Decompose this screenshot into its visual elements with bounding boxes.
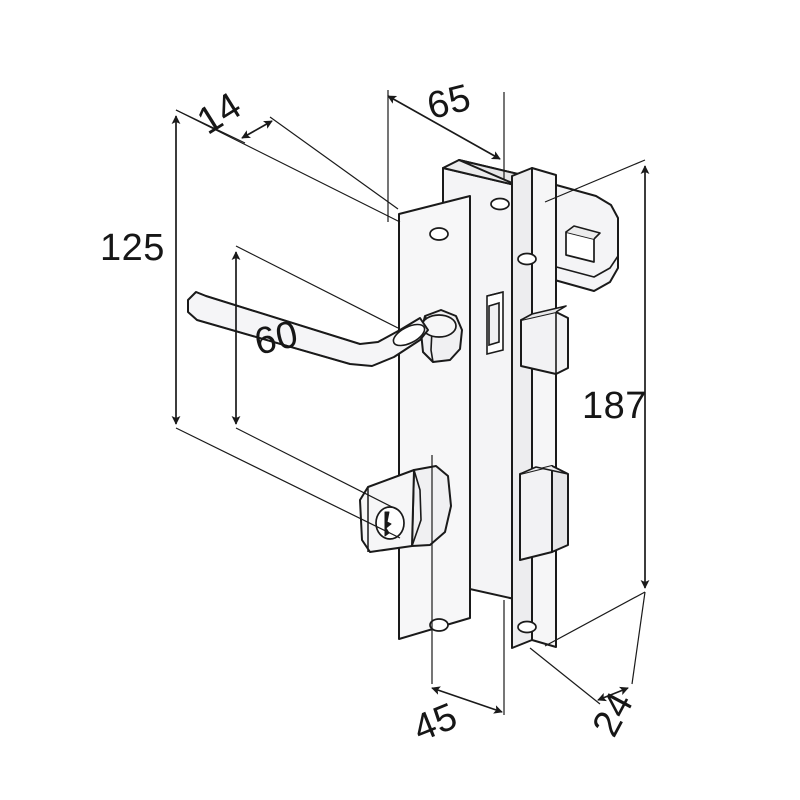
- dimension-60: [231, 245, 399, 511]
- lock-case-mechanism-slots: [486, 290, 504, 356]
- dimension-label-187: 187: [582, 385, 647, 427]
- faceplate: [511, 167, 557, 649]
- dimension-45: [431, 455, 505, 715]
- dimension-65: [387, 90, 505, 222]
- strike-plate: [548, 182, 619, 292]
- dimension-125: [171, 109, 401, 539]
- dead-bolt: [519, 465, 569, 561]
- escutcheon-plate: [398, 195, 471, 640]
- handle-rose: [420, 309, 463, 363]
- latch-bolt: [520, 305, 569, 375]
- dimension-label-60: 60: [251, 313, 303, 364]
- lever-handle: [187, 291, 429, 367]
- dimension-label-125: 125: [100, 227, 165, 269]
- dimension-24: [529, 591, 646, 705]
- dimension-187: [544, 159, 650, 647]
- dimension-label-65: 65: [423, 77, 475, 128]
- dimension-14: [175, 109, 399, 210]
